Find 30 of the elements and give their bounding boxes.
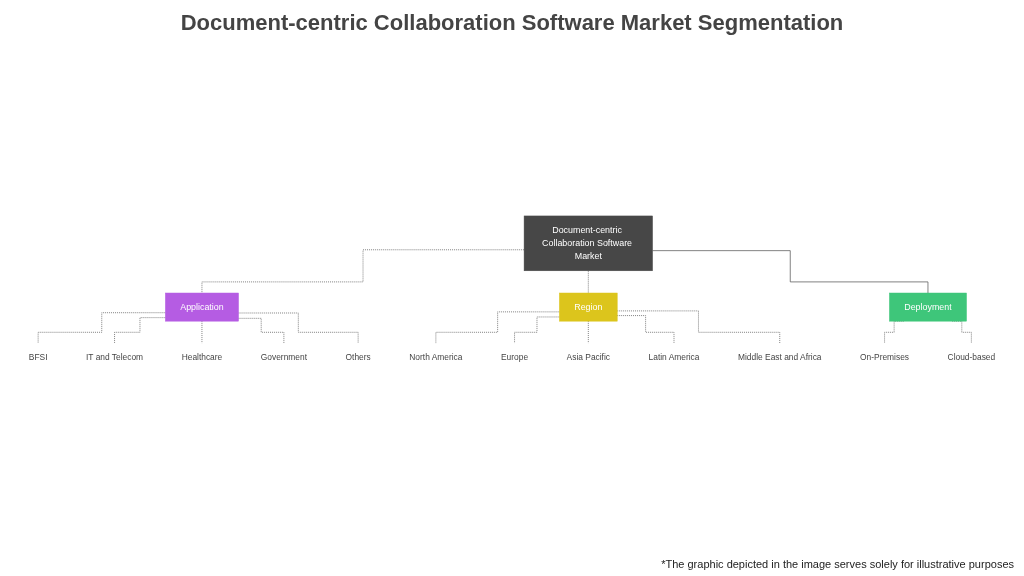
node-text: Government bbox=[260, 351, 307, 362]
connector bbox=[201, 249, 525, 293]
node-box: Region bbox=[559, 292, 618, 322]
node-text: Asia Pacific bbox=[566, 351, 611, 362]
node-text: Europe bbox=[501, 351, 529, 362]
node-text: North America bbox=[409, 351, 463, 362]
node-text: BFSI bbox=[28, 351, 48, 362]
connector bbox=[435, 311, 560, 344]
node-text: Healthcare bbox=[181, 351, 223, 362]
diagram-title: Document-centric Collaboration Software Market Segmentation bbox=[179, 10, 845, 36]
connector bbox=[37, 311, 166, 344]
connector bbox=[652, 249, 929, 293]
connector bbox=[616, 310, 781, 344]
node-text: Others bbox=[345, 351, 371, 362]
node-text: Latin America bbox=[648, 351, 700, 362]
connector bbox=[514, 316, 560, 344]
node-box: Document-centric Collaboration Software Market bbox=[523, 215, 653, 271]
connector bbox=[616, 314, 675, 344]
connector bbox=[587, 270, 589, 293]
footnote: *The graphic depicted in the image serves solely for illustrative purposes bbox=[661, 558, 1014, 570]
node-text: On-Premises bbox=[860, 351, 910, 362]
node-box: Application bbox=[165, 292, 239, 322]
connector bbox=[587, 320, 589, 344]
connector bbox=[114, 316, 166, 344]
node-box: Deployment bbox=[889, 292, 967, 322]
connector bbox=[238, 317, 285, 344]
node-text: IT and Telecom bbox=[86, 351, 144, 362]
node-text: Middle East and Africa bbox=[737, 351, 822, 362]
connector bbox=[238, 312, 359, 344]
node-text: Cloud-based bbox=[947, 351, 996, 362]
